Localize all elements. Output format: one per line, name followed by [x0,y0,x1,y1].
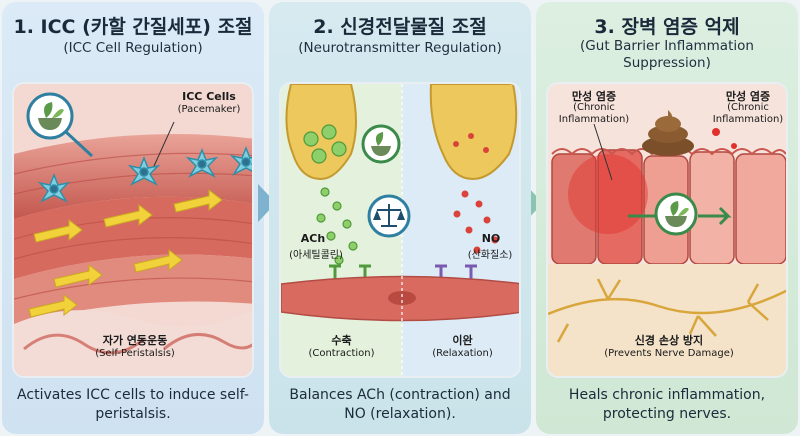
panel3-subtitle: (Gut Barrier Inflammation Suppression) [580,38,754,71]
inflammation-patch [568,154,648,234]
panel1-title: 1. ICC (카할 간질세포) 조절 [13,16,253,38]
gut-barrier-svg [548,84,786,376]
relaxation-label-en: (Relaxation) [432,348,493,359]
chronic-inflammation-left-ko: 만성 염증 [571,90,617,103]
panel1-caption: Activates ICC cells to induce self-peris… [17,387,249,422]
panel3-caption: Heals chronic inflammation, protecting n… [568,387,766,422]
prevent-nerve-damage-ko: 신경 손상 방지 [634,334,704,347]
no-label: NO [481,232,501,245]
herb-mortar-icon [26,92,74,140]
icc-cells [37,145,252,203]
panel2-title: 2. 신경전달물질 조절 [313,16,487,38]
epithelial-cells [551,149,786,265]
icc-illustration: ICC Cells (Pacemaker) 자가 연동운동 (Self-Peri… [12,82,254,378]
icc-pacemaker-label: (Pacemaker) [177,104,241,115]
icc-cells-label: ICC Cells [182,90,236,103]
panel-neurotransmitter: 2. 신경전달물질 조절 (Neurotransmitter Regulatio… [269,2,531,434]
panel2-caption: Balances ACh (contraction) and NO (relax… [289,387,511,422]
ach-sub-label: (아세틸콜린) [289,250,343,261]
right-neuron-terminal [429,84,518,181]
self-peristalsis-label-en: (Self-Peristalsis) [95,348,175,359]
self-peristalsis-label-ko: 자가 연동운동 [102,334,168,347]
panel3-title: 3. 장벽 염증 억제 [594,16,740,38]
balance-scale-icon [367,194,411,238]
inflammation-particles [712,128,737,149]
no-sub-label: (산화질소) [467,250,513,261]
contraction-label-ko: 수축 [331,334,352,347]
gut-barrier-illustration: 만성 염증 (Chronic Inflammation) 만성 염증 (Chro… [546,82,788,378]
herb-mortar-icon [361,124,401,164]
peristalsis-arrows [28,188,223,318]
contraction-label-en: (Contraction) [308,348,375,359]
chronic-inflammation-right-ko: 만성 염증 [725,90,771,103]
stool-icon [642,110,694,156]
relaxation-label-ko: 이완 [452,334,473,347]
chronic-inflammation-left-en: (Chronic Inflammation) [558,102,630,125]
lumen-layer [14,310,252,376]
herb-mortar-icon [654,192,698,236]
ach-label: ACh [300,232,326,245]
prevent-nerve-damage-en: (Prevents Nerve Damage) [604,348,734,359]
nerve-fibers [548,278,786,343]
panel-gut-barrier: 3. 장벽 염증 억제 (Gut Barrier Inflammation Su… [536,2,798,434]
arrow-right-icon [258,184,276,222]
synapse-illustration: ACh (아세틸콜린) NO (산화질소) 수축 (Contraction) 이… [279,82,521,378]
no-molecules [453,133,499,254]
ach-vesicles [303,124,358,265]
panel-icc-regulation: 1. ICC (카할 간질세포) 조절 (ICC Cell Regulation… [2,2,264,434]
icc-leader-line [153,121,175,167]
chronic-inflammation-right-en: (Chronic Inflammation) [712,102,784,125]
synapse-svg [281,84,519,376]
muscle-nucleus [388,291,416,305]
muscle-layer-2 [14,196,252,279]
icc-muscle-svg [14,84,252,376]
pointer-line [64,130,94,158]
muscle-layer-1 [14,134,252,219]
panel1-subtitle: (ICC Cell Regulation) [63,40,203,56]
panel2-subtitle: (Neurotransmitter Regulation) [298,40,502,56]
